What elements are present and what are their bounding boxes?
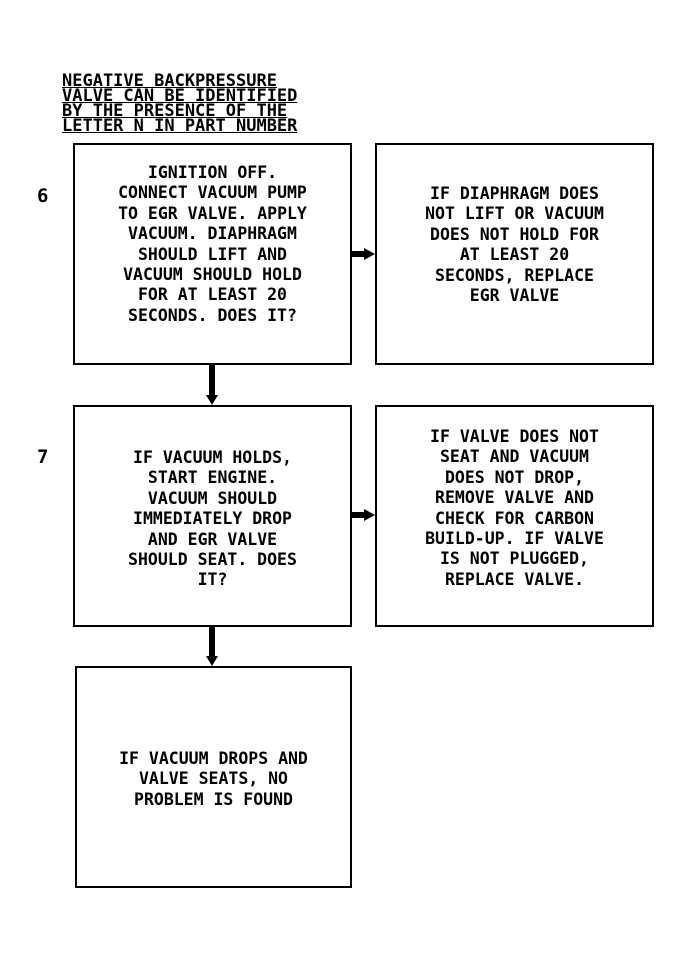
step-7-result-text: IF VALVE DOES NOT SEAT AND VACUUM DOES N… [425, 427, 604, 589]
arrow-step7-to-result [352, 509, 375, 521]
final-result-text: IF VACUUM DROPS AND VALVE SEATS, NO PROB… [119, 749, 308, 809]
final-result-box: IF VACUUM DROPS AND VALVE SEATS, NO PROB… [75, 666, 352, 888]
step-7-question-text: IF VACUUM HOLDS, START ENGINE. VACUUM SH… [128, 448, 297, 590]
step-6-question-text: IGNITION OFF. CONNECT VACUUM PUMP TO EGR… [118, 163, 307, 325]
arrow-step6-to-step7 [206, 365, 218, 405]
step-6-number: 6 [37, 185, 49, 207]
step-6-question-box: IGNITION OFF. CONNECT VACUUM PUMP TO EGR… [73, 143, 352, 365]
step-6-result-text: IF DIAPHRAGM DOES NOT LIFT OR VACUUM DOE… [425, 184, 604, 306]
negative-backpressure-note: NEGATIVE BACKPRESSURE VALVE CAN BE IDENT… [62, 71, 298, 136]
arrow-step7-to-final [206, 627, 218, 666]
step-6-result-box: IF DIAPHRAGM DOES NOT LIFT OR VACUUM DOE… [375, 143, 654, 365]
arrow-step6-to-result [352, 248, 375, 260]
step-7-result-box: IF VALVE DOES NOT SEAT AND VACUUM DOES N… [375, 405, 654, 627]
step-7-number: 7 [37, 446, 49, 468]
step-7-question-box: IF VACUUM HOLDS, START ENGINE. VACUUM SH… [73, 405, 352, 627]
